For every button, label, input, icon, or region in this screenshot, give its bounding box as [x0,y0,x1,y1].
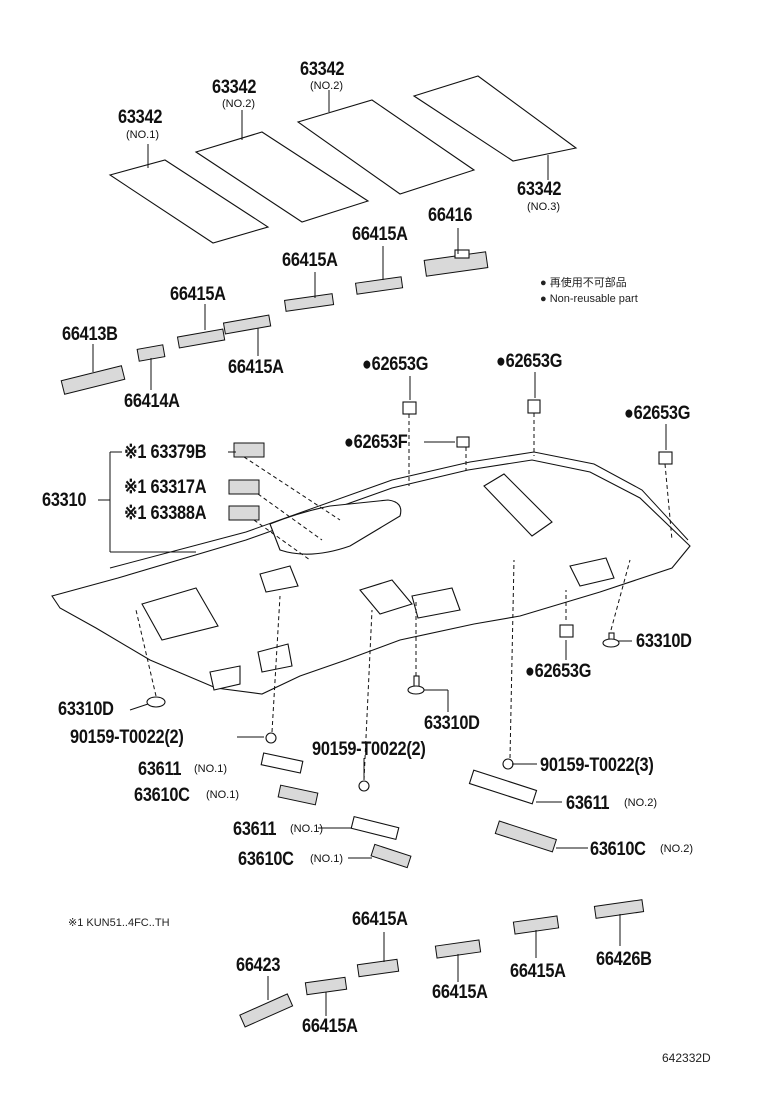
clip-66415A-top-right [354,276,404,295]
clip-62653G-2 [527,399,541,414]
label-63342-no1: 63342 [118,107,163,128]
label-62653G-1: ●62653G [362,354,429,375]
label-63611-no1-a-sub: (NO.1) [194,763,227,775]
label-90159-3: 90159-T0022(3) [540,755,654,776]
screw-90159-1 [265,732,277,744]
label-62653G-4: ●62653G [525,661,592,682]
insulator-panel-no2-a [194,131,370,223]
label-63342-no3-sub: (NO.3) [527,201,560,213]
label-66415A-5: 66415A [352,909,408,930]
insulator-panel-no1 [108,159,270,244]
label-63388A: ※1 63388A [124,503,207,524]
label-63342-no3: 63342 [517,179,562,200]
clip-62653F [456,436,470,448]
label-66423: 66423 [236,955,281,976]
label-63310D-right: 63310D [636,631,692,652]
grip-63611-no2 [468,769,538,805]
legend-line-2: ● Non-reusable part [540,293,638,305]
grip-63610C-no1-b [370,843,412,869]
fastener-63310D-left [146,696,166,708]
clip-66415A-bm [434,939,482,959]
clip-66415A-bl-1 [304,976,348,996]
label-66415A-8: 66415A [302,1016,358,1037]
label-63342-no2-b-sub: (NO.2) [310,80,343,92]
legend-line-1: ● 再使用不可部品 [540,277,627,289]
footnote: ※1 KUN51..4FC..TH [68,917,170,929]
clip-62653G-3 [658,451,673,465]
label-63610C-no2: 63610C [590,839,646,860]
label-63610C-no1-b: 63610C [238,849,294,870]
label-66415A-2: 66415A [282,250,338,271]
label-66415A-1: 66415A [352,224,408,245]
holder-63317A [228,479,260,495]
holder-63388A [228,505,260,521]
label-66415A-4: 66415A [228,357,284,378]
label-66415A-7: 66415A [510,961,566,982]
label-63310D-left: 63310D [58,699,114,720]
grip-63610C-no1-a [277,784,319,806]
clip-66415A-mid [283,293,335,312]
label-63317A: ※1 63317A [124,477,207,498]
clip-62653G-4 [559,624,574,638]
clip-66426B [593,899,645,919]
fastener-63310D-center [407,675,425,695]
label-63611-no1-a: 63611 [138,759,182,780]
screw-90159-3 [502,758,514,770]
label-63610C-no1-a-sub: (NO.1) [206,789,239,801]
clip-66415A-bl-2 [356,958,400,978]
label-63342-no2-a-sub: (NO.2) [222,98,255,110]
holder-63379B [233,442,265,458]
clip-66423 [239,993,294,1028]
clip-66415A-br [512,915,560,935]
label-62653G-2: ●62653G [496,351,563,372]
label-63310D-center: 63310D [424,713,480,734]
label-63611-no1-b-sub: (NO.1) [290,823,323,835]
label-66415A-3: 66415A [170,284,226,305]
label-66426B: 66426B [596,949,652,970]
clip-66413B [60,365,126,395]
grip-63611-no1-b [350,815,400,841]
label-63610C-no2-sub: (NO.2) [660,843,693,855]
label-66416: 66416 [428,205,473,226]
leader-lines [92,90,667,1016]
insulator-panel-no3 [412,75,578,162]
clip-62653G-1 [402,401,417,415]
label-66415A-6: 66415A [432,982,488,1003]
label-62653F: ●62653F [344,432,408,453]
label-90159-2: 90159-T0022(2) [312,739,426,760]
label-63342-no2-b: 63342 [300,59,345,80]
grip-63611-no1-a [260,752,304,774]
label-63611-no2: 63611 [566,793,610,814]
label-63610C-no1-a: 63610C [134,785,190,806]
clip-66415A-right [222,314,272,335]
grip-63610C-no2 [494,820,558,853]
diagram-id: 642332D [662,1051,711,1065]
label-63342-no1-sub: (NO.1) [126,129,159,141]
insulator-panel-no2-b [296,99,476,195]
label-62653G-3: ●62653G [624,403,691,424]
label-63611-no1-b: 63611 [233,819,277,840]
label-63379B: ※1 63379B [124,442,207,463]
label-66414A: 66414A [124,391,180,412]
label-63611-no2-sub: (NO.2) [624,797,657,809]
label-90159-1: 90159-T0022(2) [70,727,184,748]
label-63310: 63310 [42,490,87,511]
dashed-guides [135,413,673,781]
clip-66414A [136,344,166,362]
clip-66416 [423,249,489,277]
screw-90159-2 [358,780,370,792]
label-63342-no2-a: 63342 [212,77,257,98]
label-63610C-no1-b-sub: (NO.1) [310,853,343,865]
label-66413B: 66413B [62,324,118,345]
fastener-63310D-right [602,632,620,648]
clip-66415A-left [176,328,226,349]
